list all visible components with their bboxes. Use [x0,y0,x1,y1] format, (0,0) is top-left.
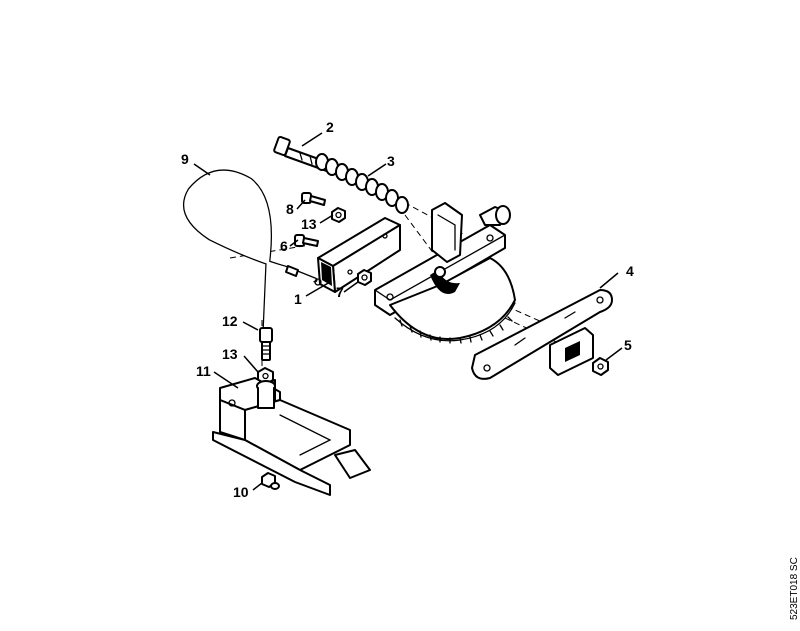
part-nut-washer-10 [261,472,280,490]
part-cable-adjuster [259,327,273,361]
part-square-tube [317,217,401,293]
part-clamp-block [549,327,594,376]
callout-11: 11 [196,363,211,379]
part-screw-8 [301,192,326,206]
part-washer-stack [315,153,409,214]
callout-13-lower: 13 [222,346,238,362]
callout-9: 9 [181,151,189,167]
callout-7: 7 [336,284,344,300]
callout-3: 3 [387,153,395,169]
callout-8: 8 [286,201,294,217]
drawing-number: 523ET018 SC [789,557,800,620]
callout-2: 2 [326,119,334,135]
callout-12: 12 [222,313,238,329]
part-screw-6 [294,234,319,247]
callout-labels: 1 2 3 4 5 6 7 8 9 10 11 12 13 13 [181,119,634,500]
callout-13-upper: 13 [301,216,317,232]
callout-5: 5 [624,337,632,353]
part-miter-guide [374,202,516,344]
part-guide-plate [471,289,613,380]
callout-leaders [193,132,623,491]
callout-1: 1 [294,291,302,307]
callout-10: 10 [233,484,249,500]
part-control-cable [183,169,322,333]
callout-4: 4 [626,263,634,279]
part-nut-5 [592,357,609,376]
callout-6: 6 [280,238,288,254]
part-foot-pedal [212,377,371,496]
part-nut-7 [357,269,372,286]
part-nut-13-upper [331,207,346,223]
